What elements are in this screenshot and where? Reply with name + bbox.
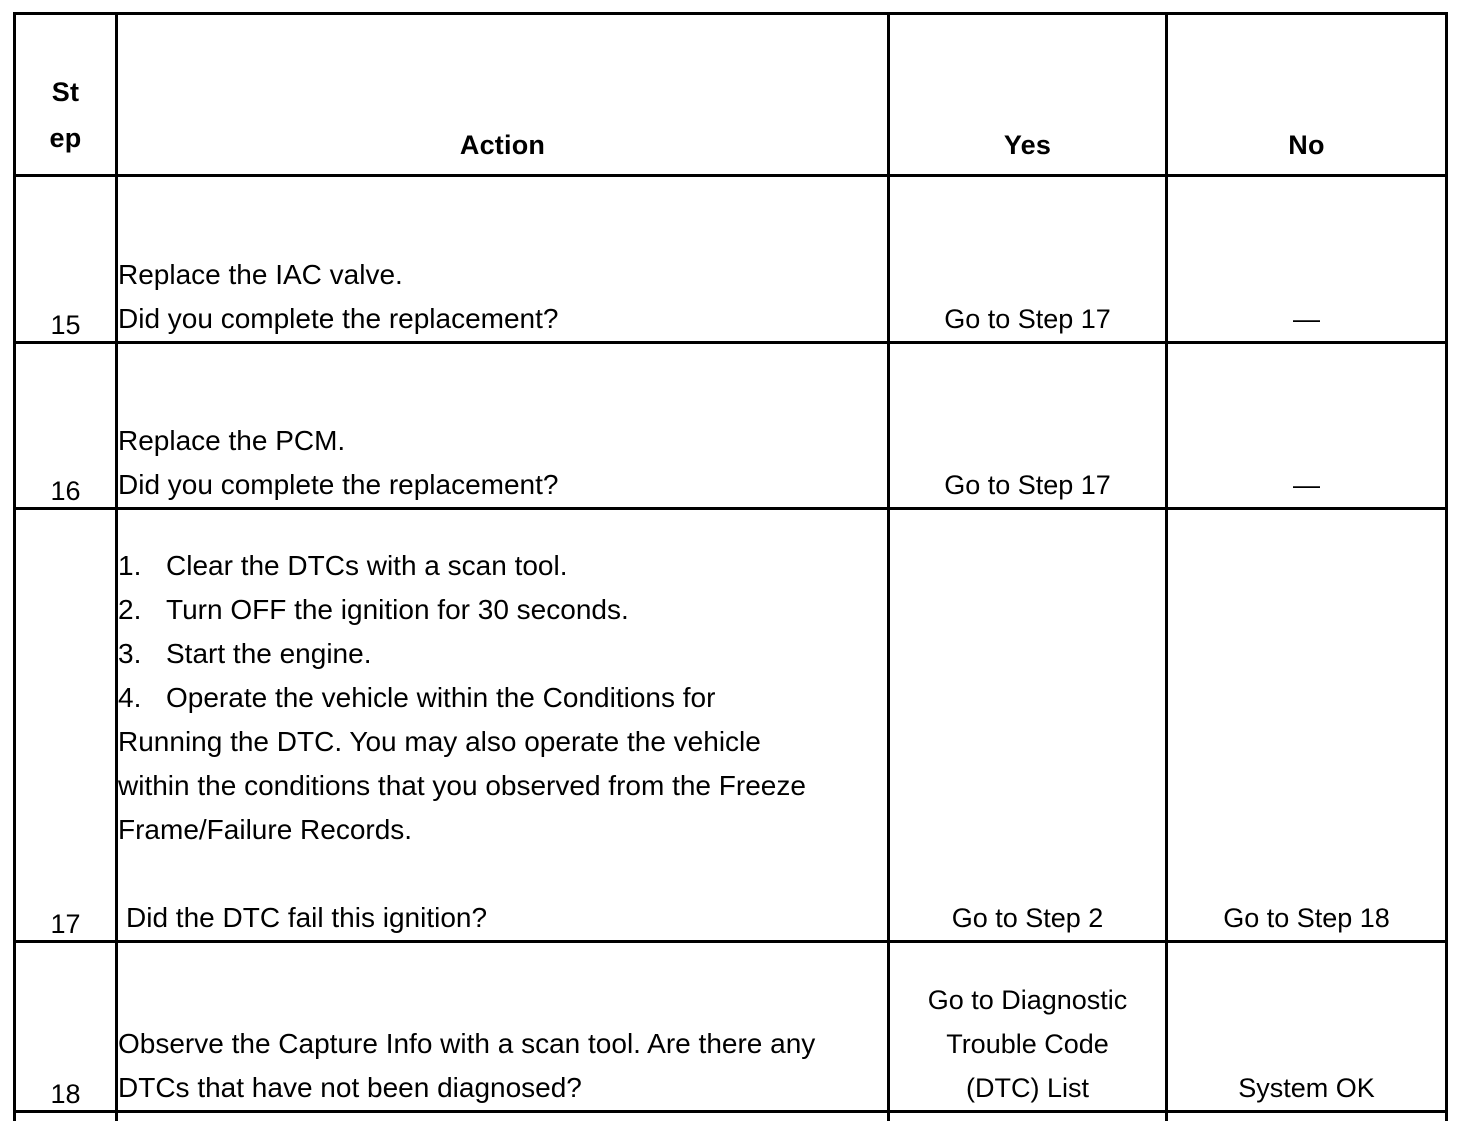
step-number: 17 (15, 509, 117, 942)
action-text: 1.Clear the DTCs with a scan tool. 2.Tur… (117, 509, 889, 942)
list-item: 1.Clear the DTCs with a scan tool. (118, 544, 887, 588)
yes-answer: Go to Step 17 (889, 176, 1167, 343)
action-line: Did you complete the replacement? (118, 297, 887, 341)
table-row: 18 Observe the Capture Info with a scan … (15, 942, 1447, 1112)
no-answer: — (1167, 343, 1447, 509)
action-line: Replace the PCM. (118, 419, 887, 463)
step-number: 18 (15, 942, 117, 1112)
page-sheet: St ep Action Yes No 15 Replace the IAC v… (0, 0, 1472, 1092)
step-number: 16 (15, 343, 117, 509)
list-item-number: 1. (118, 544, 166, 588)
list-item-number: 4. (118, 676, 166, 720)
no-answer: System OK (1167, 942, 1447, 1112)
table-row: 16 Replace the PCM. Did you complete the… (15, 343, 1447, 509)
action-numbered-list: 1.Clear the DTCs with a scan tool. 2.Tur… (118, 544, 887, 720)
column-header-step-line2: ep (16, 115, 115, 161)
yes-answer: Go to Diagnostic Trouble Code (DTC) List (889, 942, 1167, 1112)
no-answer: Go to Step 18 (1167, 509, 1447, 942)
yes-answer-line: Go to Diagnostic (890, 978, 1165, 1022)
action-line: Did you complete the replacement? (118, 463, 887, 507)
list-item: 3.Start the engine. (118, 632, 887, 676)
diagnostic-procedure-table: St ep Action Yes No 15 Replace the IAC v… (13, 12, 1448, 1121)
yes-cell-partial (889, 1112, 1167, 1121)
step-number: 15 (15, 176, 117, 343)
action-text: Replace the PCM. Did you complete the re… (117, 343, 889, 509)
table-row-partial (15, 1112, 1447, 1121)
action-line: Replace the IAC valve. (118, 253, 887, 297)
yes-answer-line: (DTC) List (890, 1066, 1165, 1110)
action-cell-partial (117, 1112, 889, 1121)
column-header-step-line1: St (16, 69, 115, 115)
step-cell-partial (15, 1112, 117, 1121)
table-header-row: St ep Action Yes No (15, 14, 1447, 176)
action-text: Replace the IAC valve. Did you complete … (117, 176, 889, 343)
blank-line (118, 852, 887, 896)
action-continuation-line: Frame/Failure Records. (118, 808, 887, 852)
no-cell-partial (1167, 1112, 1447, 1121)
table-row: 15 Replace the IAC valve. Did you comple… (15, 176, 1447, 343)
column-header-action: Action (117, 14, 889, 176)
action-line: DTCs that have not been diagnosed? (118, 1066, 887, 1110)
column-header-yes: Yes (889, 14, 1167, 176)
action-line: Observe the Capture Info with a scan too… (118, 1022, 887, 1066)
action-text: Observe the Capture Info with a scan too… (117, 942, 889, 1112)
yes-answer-line: Trouble Code (890, 1022, 1165, 1066)
list-item-text: Operate the vehicle within the Condition… (166, 682, 715, 713)
list-item-text: Turn OFF the ignition for 30 seconds. (166, 594, 629, 625)
list-item-number: 2. (118, 588, 166, 632)
action-continuation-line: Running the DTC. You may also operate th… (118, 720, 887, 764)
table-row: 17 1.Clear the DTCs with a scan tool. 2.… (15, 509, 1447, 942)
list-item-number: 3. (118, 632, 166, 676)
list-item-text: Clear the DTCs with a scan tool. (166, 550, 568, 581)
list-item: 4.Operate the vehicle within the Conditi… (118, 676, 887, 720)
column-header-step: St ep (15, 14, 117, 176)
action-continuation-line: within the conditions that you observed … (118, 764, 887, 808)
yes-answer: Go to Step 2 (889, 509, 1167, 942)
list-item: 2.Turn OFF the ignition for 30 seconds. (118, 588, 887, 632)
no-answer: — (1167, 176, 1447, 343)
list-item-text: Start the engine. (166, 638, 371, 669)
column-header-no: No (1167, 14, 1447, 176)
yes-answer: Go to Step 17 (889, 343, 1167, 509)
action-question: Did the DTC fail this ignition? (118, 896, 887, 940)
